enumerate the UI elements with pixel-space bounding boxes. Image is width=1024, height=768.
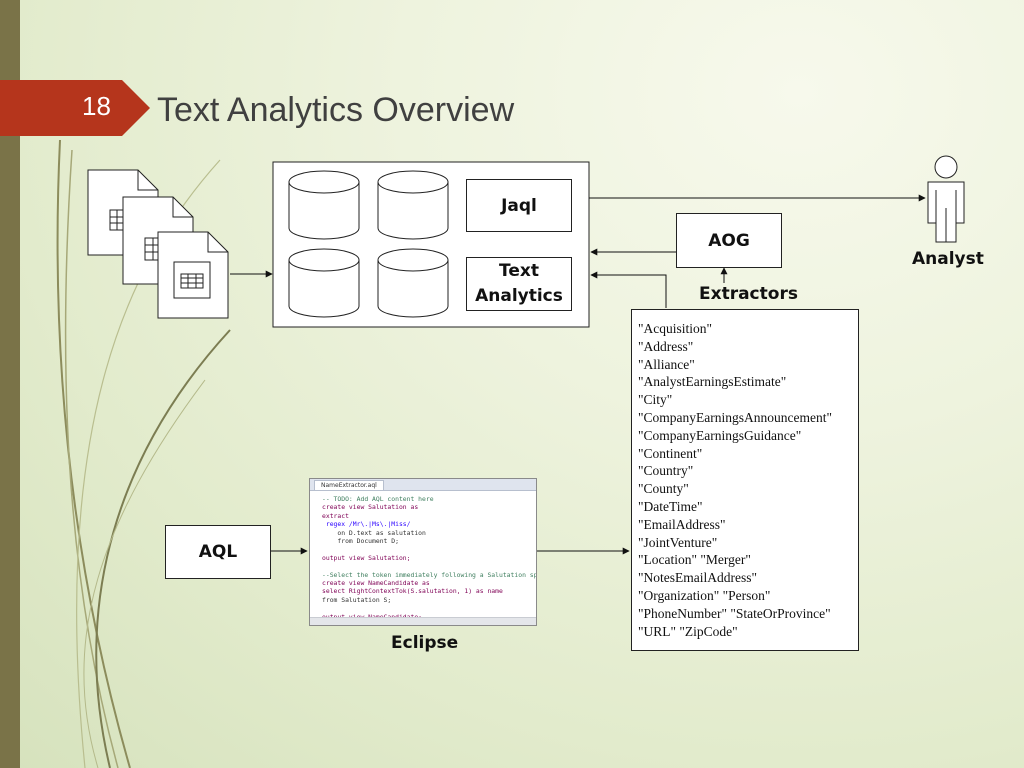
editor-tab: NameExtractor.aql — [314, 480, 384, 490]
list-item: "County" — [638, 481, 689, 497]
list-item: "CompanyEarningsGuidance" — [638, 427, 802, 443]
code-line: from Document D; — [322, 537, 399, 546]
slide-number: 18 — [82, 91, 111, 121]
jaql-box: Jaql — [466, 179, 572, 232]
database-icon — [377, 248, 449, 318]
horizontal-scrollbar — [310, 617, 536, 625]
aql-label: AQL — [198, 542, 238, 562]
editor-tab-bar: NameExtractor.aql — [310, 479, 536, 491]
list-item: "Organization" "Person" — [638, 587, 771, 603]
code-line: select RightContextTok(S.salutation, 1) … — [322, 587, 503, 596]
text-analytics-label-line1: Text — [499, 261, 539, 281]
list-item: "Continent" — [638, 445, 703, 461]
list-item: "PhoneNumber" "StateOrProvince" — [638, 605, 831, 621]
extractors-label: Extractors — [699, 284, 798, 304]
list-item: "EmailAddress" — [638, 516, 726, 532]
database-icon — [288, 248, 360, 318]
decorative-curves — [56, 139, 231, 768]
documents-icon — [87, 169, 229, 319]
code-line: create view NameCandidate as — [322, 579, 430, 588]
code-line: on D.text as salutation — [322, 528, 426, 537]
left-accent-bar — [0, 0, 20, 768]
list-item: "Alliance" — [638, 356, 695, 372]
list-item: "Location" "Merger" — [638, 552, 751, 568]
code-line — [322, 604, 536, 612]
code-line: -- TODO: Add AQL content here — [322, 495, 434, 503]
document-icon — [157, 231, 229, 319]
database-icon — [377, 170, 449, 240]
jaql-label: Jaql — [501, 195, 537, 216]
list-item: "City" — [638, 392, 673, 408]
code-line: output view Salutation; — [322, 553, 411, 562]
list-item: "URL" "ZipCode" — [638, 623, 738, 639]
code-line: create view Salutation as — [322, 503, 419, 512]
code-area: -- TODO: Add AQL content here create vie… — [310, 491, 536, 621]
text-analytics-box: Text Analytics — [466, 257, 572, 311]
eclipse-editor-screenshot: NameExtractor.aql -- TODO: Add AQL conte… — [309, 478, 537, 626]
analyst-person-icon — [927, 155, 965, 243]
list-item: "Country" — [638, 463, 694, 479]
database-icons — [288, 170, 449, 318]
list-item: "NotesEmailAddress" — [638, 570, 758, 586]
code-line: --Select the token immediately following… — [322, 570, 537, 579]
code-line — [322, 545, 536, 553]
list-item: "Acquisition" — [638, 321, 713, 336]
code-line — [322, 562, 536, 570]
slide-number-badge: 18 — [0, 80, 150, 136]
list-item: "Address" — [638, 338, 694, 354]
eclipse-label: Eclipse — [391, 633, 459, 653]
list-item: "CompanyEarningsAnnouncement" — [638, 409, 832, 425]
aog-label: AOG — [708, 230, 750, 251]
code-line: from Salutation S; — [322, 595, 392, 604]
aql-box: AQL — [165, 525, 271, 579]
analyst-label: Analyst — [912, 249, 984, 269]
slide-title: Text Analytics Overview — [157, 91, 515, 129]
code-line: extract — [322, 511, 349, 520]
code-line: regex /Mr\.|Ms\.|Miss/ — [322, 520, 411, 529]
code-line: output view NameCandidate; — [322, 613, 536, 621]
list-item: "JointVenture" — [638, 534, 718, 550]
list-item: "DateTime" — [638, 498, 703, 514]
database-icon — [288, 170, 360, 240]
list-item: "AnalystEarningsEstimate" — [638, 374, 787, 390]
extractor-list: "Acquisition" "Address" "Alliance" "Anal… — [631, 309, 859, 651]
aog-box: AOG — [676, 213, 782, 268]
text-analytics-label-line2: Analytics — [475, 286, 563, 306]
